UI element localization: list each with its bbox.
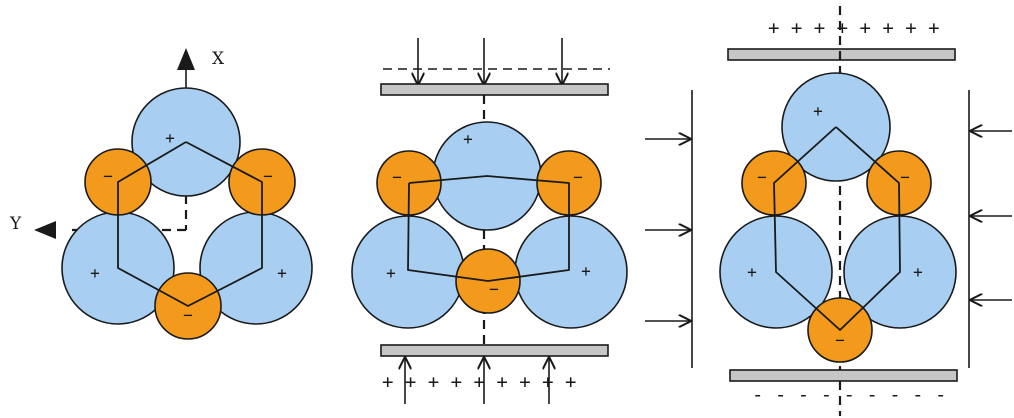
charge-minus: − bbox=[900, 168, 910, 187]
charge-plus: + bbox=[165, 129, 175, 148]
bottom-plate-charges: + + + + + + + + + bbox=[382, 371, 576, 393]
top-electrode-plate bbox=[727, 48, 956, 61]
charge-minus: − bbox=[489, 280, 499, 299]
panel-compression-y: + + + + + + + + + + + − − − - - - - - - … bbox=[645, 6, 1012, 416]
panel-compression-x: + + + − − − + + + + + + + + + bbox=[351, 38, 628, 404]
charge-minus: − bbox=[103, 167, 113, 186]
charge-plus: + bbox=[581, 262, 591, 281]
top-plate-charges: + + + + + + + + bbox=[768, 17, 940, 39]
charge-plus: + bbox=[813, 102, 823, 121]
charge-plus: + bbox=[90, 264, 100, 283]
bond-hexagon bbox=[407, 175, 570, 282]
y-axis-label: Y bbox=[9, 214, 22, 234]
top-electrode-plate bbox=[380, 83, 609, 96]
x-axis-label: X bbox=[212, 49, 225, 69]
charge-minus: − bbox=[573, 168, 583, 187]
bottom-plate-charges: - - - - - - - - - bbox=[752, 384, 946, 406]
bottom-electrode-plate bbox=[729, 369, 958, 382]
y-axis-arrowhead bbox=[34, 221, 56, 239]
charge-plus: + bbox=[747, 263, 757, 282]
cation-right bbox=[514, 215, 628, 329]
charge-plus: + bbox=[463, 130, 473, 149]
charge-minus: − bbox=[392, 168, 402, 187]
charge-plus: + bbox=[913, 263, 923, 282]
charge-minus: − bbox=[263, 167, 273, 186]
bond-hexagon bbox=[117, 141, 263, 307]
charge-minus: − bbox=[835, 331, 845, 350]
charge-plus: + bbox=[386, 264, 396, 283]
charge-minus: − bbox=[757, 168, 767, 187]
bottom-electrode-plate bbox=[380, 344, 609, 357]
charge-plus: + bbox=[277, 264, 287, 283]
charge-minus: − bbox=[183, 306, 193, 325]
panel-unstressed: X Y + + + − − − bbox=[9, 48, 313, 340]
x-axis-arrowhead bbox=[177, 48, 195, 70]
bond-hexagon bbox=[773, 126, 901, 331]
